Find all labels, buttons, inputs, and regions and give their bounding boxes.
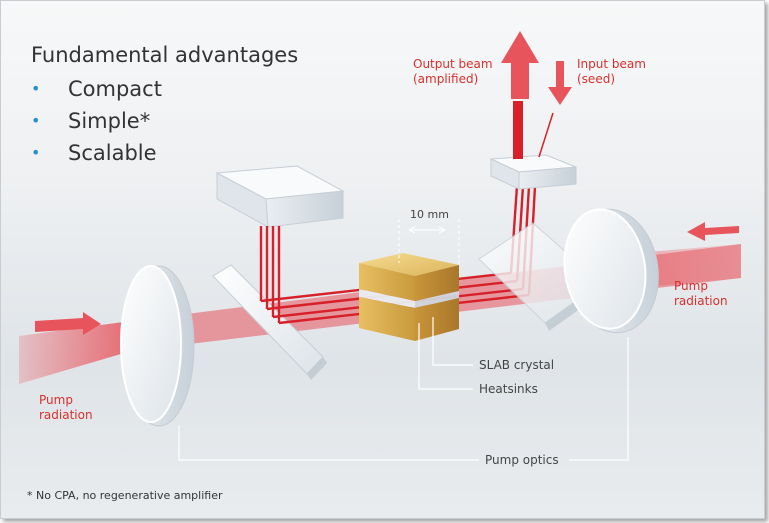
pump-radiation-right-label: Pump radiation	[674, 279, 728, 309]
output-arrow	[501, 31, 539, 99]
output-beam-subtitle: (amplified)	[413, 72, 479, 86]
left-mirror	[212, 264, 327, 380]
advantage-label: Compact	[68, 77, 162, 101]
input-beam-label: Input beam (seed)	[577, 57, 646, 87]
advantage-item: • Compact	[31, 73, 298, 105]
bullet-icon: •	[31, 79, 41, 98]
pump-beam-left	[19, 321, 131, 384]
input-beam-subtitle: (seed)	[577, 72, 615, 86]
advantages-block: Fundamental advantages • Compact • Simple*…	[31, 41, 298, 169]
pump-left-title: Pump	[39, 393, 73, 407]
slab-crystal-label: SLAB crystal	[479, 358, 555, 372]
footnote: * No CPA, no regenerative amplifier	[27, 489, 223, 502]
heatsinks-label: Heatsinks	[479, 382, 538, 396]
bullet-icon: •	[31, 143, 41, 162]
top-right-prism	[489, 154, 577, 190]
pump-arrow-right	[687, 222, 739, 241]
input-arrow	[548, 61, 572, 105]
dimension-indicator	[398, 219, 460, 265]
pump-left-subtitle: radiation	[39, 408, 93, 422]
advantage-label: Scalable	[68, 141, 157, 165]
slab-block	[359, 253, 459, 341]
right-lens	[563, 208, 659, 334]
output-beam-label: Output beam (amplified)	[413, 57, 493, 87]
dimension-label: 10 mm	[410, 208, 449, 221]
advantage-item: • Simple*	[31, 105, 298, 137]
advantage-item: • Scalable	[31, 137, 298, 169]
advantages-list: • Compact • Simple* • Scalable	[31, 73, 298, 169]
input-beam	[538, 112, 554, 158]
pump-radiation-left-label: Pump radiation	[39, 393, 93, 423]
left-lens	[120, 265, 195, 427]
pump-optics-label: Pump optics	[485, 453, 559, 467]
output-beam	[513, 101, 523, 159]
pump-right-title: Pump	[674, 279, 708, 293]
advantage-label: Simple*	[68, 109, 151, 133]
output-beam-title: Output beam	[413, 57, 493, 71]
bullet-icon: •	[31, 111, 41, 130]
top-left-prism	[215, 165, 345, 228]
pump-arrow-left	[35, 312, 101, 335]
pump-right-subtitle: radiation	[674, 294, 728, 308]
input-beam-title: Input beam	[577, 57, 646, 71]
advantages-title: Fundamental advantages	[31, 43, 299, 67]
leader-lines	[178, 317, 629, 461]
